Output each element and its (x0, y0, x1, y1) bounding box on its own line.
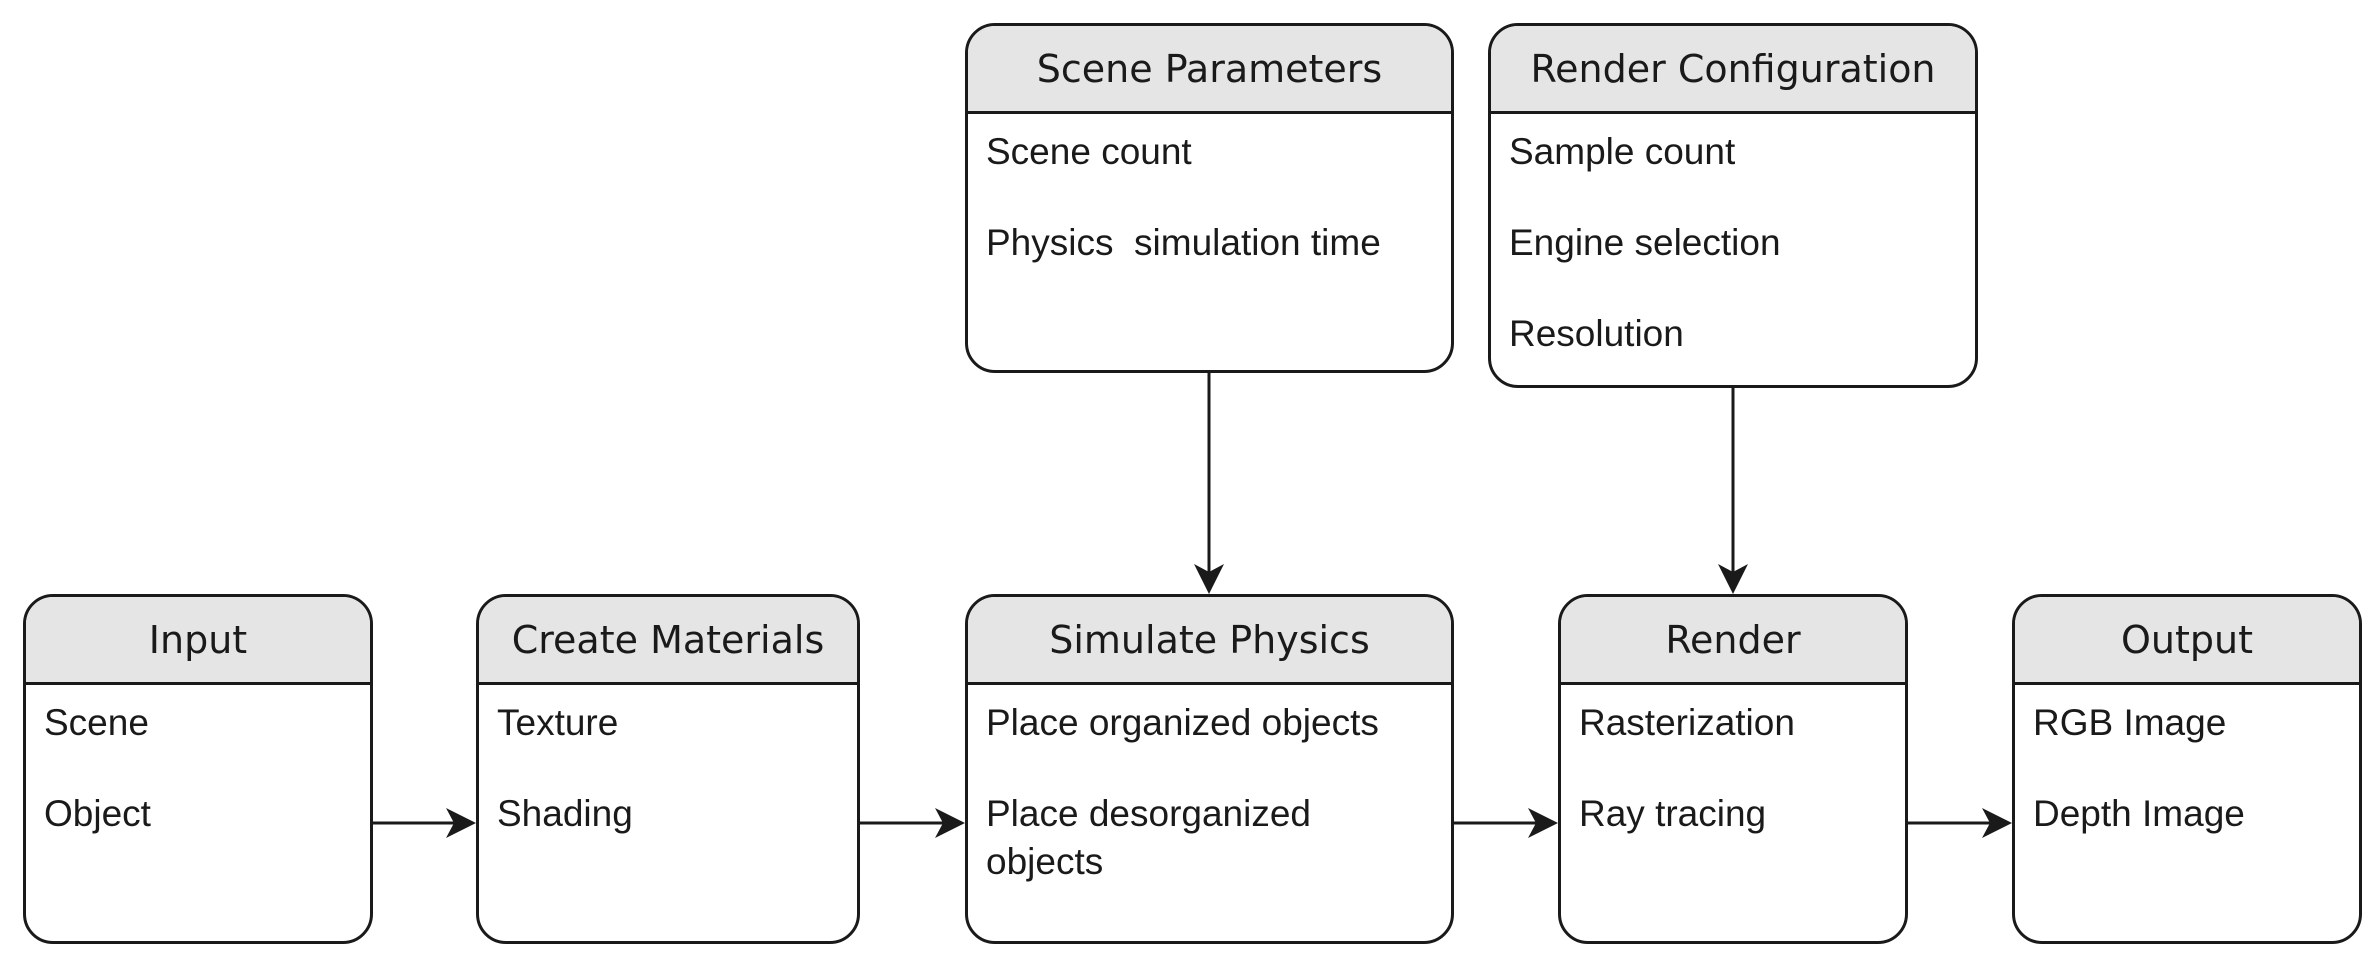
input-item-scene: Scene (44, 702, 149, 743)
render-item-rasterization: Rasterization (1579, 702, 1795, 743)
arrowhead-physics-top (1194, 564, 1224, 594)
materials-item-texture: Texture (497, 702, 619, 743)
arrowhead-physics (935, 808, 965, 838)
simulate-physics-node-body: Place organized objects Place desorganiz… (968, 685, 1451, 886)
scene-parameters-node-title: Scene Parameters (968, 26, 1451, 114)
render-config-item-resolution: Resolution (1509, 313, 1684, 354)
create-materials-node-body: Texture Shading (479, 685, 857, 838)
output-item-depth: Depth Image (2033, 793, 2245, 834)
render-node-body: Rasterization Ray tracing (1561, 685, 1905, 838)
arrowhead-render-top (1718, 564, 1748, 594)
input-node: Input Scene Object (23, 594, 373, 944)
create-materials-node-title: Create Materials (479, 597, 857, 685)
input-node-title: Input (26, 597, 370, 685)
output-node-body: RGB Image Depth Image (2015, 685, 2359, 838)
simulate-physics-node: Simulate Physics Place organized objects… (965, 594, 1454, 944)
render-node: Render Rasterization Ray tracing (1558, 594, 1908, 944)
simulate-physics-node-title: Simulate Physics (968, 597, 1451, 685)
render-configuration-node-body: Sample count Engine selection Resolution (1491, 114, 1975, 358)
arrowhead-output (1982, 808, 2012, 838)
render-configuration-node: Render Configuration Sample count Engine… (1488, 23, 1978, 388)
physics-item-desorganized: Place desorganized objects (986, 793, 1311, 882)
physics-item-organized: Place organized objects (986, 702, 1379, 743)
scene-parameters-node-body: Scene count Physics simulation time (968, 114, 1451, 267)
create-materials-node: Create Materials Texture Shading (476, 594, 860, 944)
render-node-title: Render (1561, 597, 1905, 685)
output-node: Output RGB Image Depth Image (2012, 594, 2362, 944)
input-node-body: Scene Object (26, 685, 370, 838)
output-node-title: Output (2015, 597, 2359, 685)
render-config-item-samples: Sample count (1509, 131, 1736, 172)
materials-item-shading: Shading (497, 793, 633, 834)
input-item-object: Object (44, 793, 151, 834)
scene-params-item-count: Scene count (986, 131, 1192, 172)
scene-params-item-sim-time: Physics simulation time (986, 222, 1381, 263)
render-item-ray-tracing: Ray tracing (1579, 793, 1767, 834)
scene-parameters-node: Scene Parameters Scene count Physics sim… (965, 23, 1454, 373)
arrowhead-materials (446, 808, 476, 838)
arrowhead-render (1528, 808, 1558, 838)
output-item-rgb: RGB Image (2033, 702, 2227, 743)
render-config-item-engine: Engine selection (1509, 222, 1781, 263)
render-configuration-node-title: Render Configuration (1491, 26, 1975, 114)
